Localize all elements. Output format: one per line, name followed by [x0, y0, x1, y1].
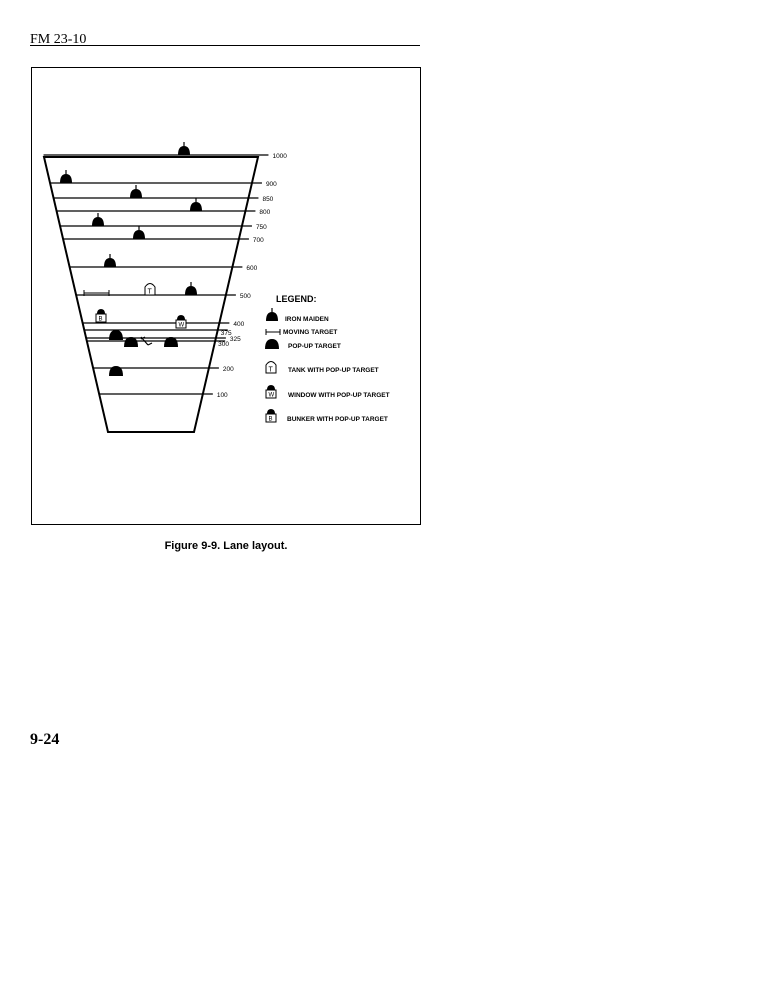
bunker-popup-icon: B: [95, 309, 107, 323]
iron-maiden-body: [185, 286, 197, 295]
iron-maiden-icon: [130, 185, 142, 198]
icon-letter: B: [99, 317, 103, 323]
icon-box: [95, 313, 107, 323]
legend-item-label: BUNKER WITH POP-UP TARGET: [287, 416, 388, 423]
iron-maiden-icon: [60, 170, 72, 183]
running-header: FM 23-10: [30, 32, 87, 47]
range-label: 750: [256, 224, 267, 231]
iron-maiden-body: [60, 174, 72, 183]
tank-popup-icon: T: [144, 283, 156, 296]
icon-letter: W: [179, 323, 185, 329]
lane-outline: [42, 156, 260, 433]
range-label: 500: [240, 293, 251, 300]
icon-box: [175, 319, 187, 329]
iron-maiden-body: [178, 146, 190, 155]
iron-maiden-body: [104, 258, 116, 267]
range-label: 100: [217, 392, 228, 399]
legend-item-label: IRON MAIDEN: [285, 316, 329, 323]
icon-letter: B: [269, 417, 273, 423]
legend-item-label: MOVING TARGET: [283, 329, 337, 336]
popup-target-icon: [265, 339, 279, 349]
range-label: 700: [253, 237, 264, 244]
icon-top: [97, 309, 105, 314]
legend-title: LEGEND:: [276, 294, 317, 304]
icon-letter: W: [269, 393, 275, 399]
iron-maiden-body: [92, 217, 104, 226]
legend-item-label: TANK WITH POP-UP TARGET: [288, 367, 379, 374]
icon-box: [265, 413, 277, 423]
tank-popup-icon: T: [265, 361, 277, 374]
figure-caption: Figure 9-9. Lane layout.: [164, 540, 288, 552]
range-label: 900: [266, 181, 277, 188]
iron-maiden-body: [130, 189, 142, 198]
moving-target-arm: [140, 336, 153, 346]
iron-maiden-icon: [104, 254, 116, 267]
tank-t: T: [148, 289, 153, 296]
popup-target-icon: [124, 337, 138, 347]
legend-item-label: WINDOW WITH POP-UP TARGET: [288, 392, 390, 399]
iron-maiden-icon: [185, 282, 197, 295]
legend-item-label: POP-UP TARGET: [288, 343, 341, 350]
legend-iron-maiden-icon: [266, 308, 278, 321]
iron-maiden-icon: [190, 198, 202, 211]
iron-maiden-icon: [92, 213, 104, 226]
iron-maiden-body: [190, 202, 202, 211]
tank-t: T: [269, 367, 274, 374]
icon-box: [265, 389, 277, 399]
header-rule: [30, 45, 420, 46]
tank-outline: [265, 361, 277, 374]
popup-target-icon: [109, 366, 123, 376]
range-label: 1000: [272, 153, 287, 160]
figure-frame: [31, 67, 421, 525]
range-label: 325: [230, 336, 241, 343]
iron-maiden-body: [266, 312, 278, 321]
iron-maiden-icon: [133, 226, 145, 239]
tank-outline: [144, 283, 156, 296]
window-popup-icon: W: [175, 315, 187, 329]
range-label: 200: [223, 366, 234, 373]
range-label: 375: [221, 330, 232, 337]
popup-target-icon: [164, 337, 178, 347]
legend-bunker-icon: B: [265, 409, 277, 423]
popup-target-icon: [109, 330, 123, 340]
page-number: 9-24: [30, 731, 60, 748]
icon-top: [267, 409, 275, 414]
moving-target-icon: [83, 290, 110, 296]
legend-window-icon: W: [265, 385, 277, 399]
icon-top: [177, 315, 185, 320]
moving-target-icon: [265, 329, 281, 335]
range-label: 850: [262, 196, 273, 203]
icon-top: [267, 385, 275, 390]
range-label: 800: [259, 209, 270, 216]
range-label: 400: [233, 321, 244, 328]
iron-maiden-body: [133, 230, 145, 239]
iron-maiden-icon: [178, 142, 190, 155]
range-label: 600: [246, 265, 257, 272]
range-label: 300: [218, 341, 229, 348]
